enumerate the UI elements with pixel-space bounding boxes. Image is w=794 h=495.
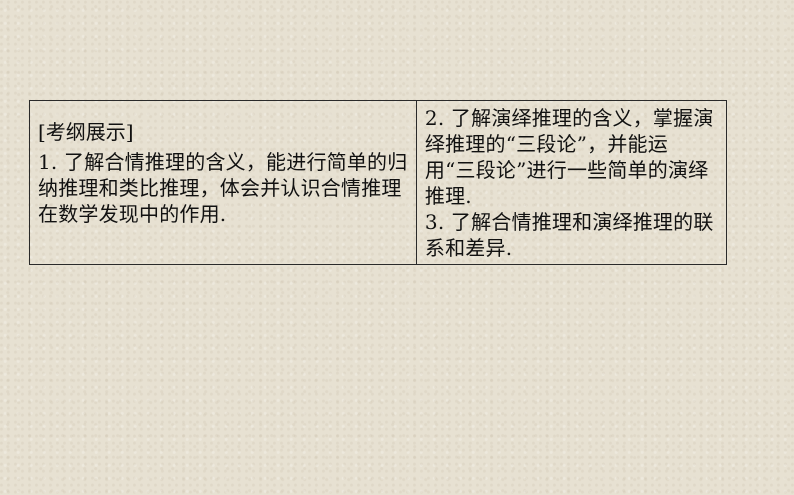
exam-outline-table: [考纲展示] 1. 了解合情推理的含义，能进行简单的归纳推理和类比推理，体会并认…	[29, 100, 727, 265]
outline-item-2: 2. 了解演绎推理的含义，掌握演绎推理的“三段论”，并能运用“三段论”进行一些简…	[424, 106, 714, 208]
left-cell: [考纲展示] 1. 了解合情推理的含义，能进行简单的归纳推理和类比推理，体会并认…	[30, 101, 417, 264]
outline-heading: [考纲展示]	[38, 120, 134, 144]
outline-item-3: 3. 了解合情推理和演绎推理的联系和差异.	[424, 210, 714, 260]
outline-item-1: 1. 了解合情推理的含义，能进行简单的归纳推理和类比推理，体会并认识合情推理在数…	[38, 150, 408, 226]
right-cell: 2. 了解演绎推理的含义，掌握演绎推理的“三段论”，并能运用“三段论”进行一些简…	[417, 101, 726, 264]
